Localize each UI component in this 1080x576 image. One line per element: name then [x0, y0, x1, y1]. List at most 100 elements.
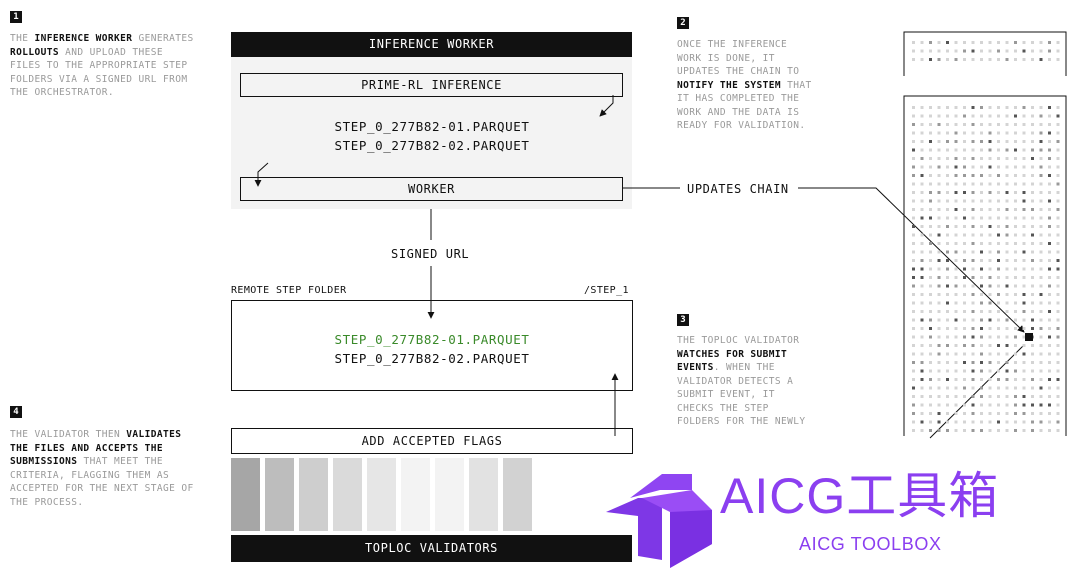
- chain-dot: [1022, 41, 1026, 44]
- chain-dot: [997, 157, 1000, 160]
- chain-dot: [1031, 199, 1034, 203]
- chain-dot: [1022, 318, 1026, 322]
- chain-dot: [1039, 131, 1043, 135]
- chain-dot: [1039, 233, 1043, 237]
- chain-dot: [980, 276, 983, 279]
- chain-dot: [946, 148, 949, 152]
- chain-dot: [1014, 165, 1017, 169]
- note-text: THAT: [781, 79, 812, 91]
- chain-dot: [1056, 284, 1060, 288]
- chain-dot: [1022, 403, 1026, 407]
- chain-dot: [920, 276, 924, 279]
- chain-dot: [954, 344, 958, 347]
- chain-dot: [920, 412, 924, 415]
- chain-dot: [912, 174, 915, 177]
- chain-dot: [1005, 41, 1009, 44]
- chain-dot: [971, 301, 975, 305]
- chain-dot: [1056, 352, 1060, 356]
- chain-dot: [920, 165, 924, 169]
- chain-dot: [971, 233, 975, 237]
- chain-dot: [1048, 276, 1051, 279]
- chain-dot: [1031, 412, 1034, 415]
- inference-file-1: STEP_0_277B82-01.PARQUET: [334, 119, 530, 134]
- chain-dot: [1056, 49, 1060, 53]
- chain-dot: [988, 191, 992, 194]
- chain-dot: [946, 267, 949, 271]
- chain-dot: [1014, 123, 1017, 126]
- chain-dot: [1014, 191, 1017, 194]
- chain-dot: [1048, 49, 1051, 53]
- chain-dot: [1039, 157, 1043, 160]
- chain-dot: [946, 49, 949, 53]
- chain-dot: [1022, 148, 1026, 152]
- chain-dot: [963, 420, 966, 424]
- chain-dot: [1005, 182, 1009, 186]
- chain-dot: [980, 318, 983, 322]
- chain-dot: [937, 199, 941, 203]
- watermark-subtitle: AICG TOOLBOX: [799, 534, 942, 554]
- chain-dot: [912, 276, 915, 279]
- chain-dot: [963, 318, 966, 322]
- chain-dot: [912, 386, 915, 390]
- chain-dot: [954, 420, 958, 424]
- chain-dot: [1031, 293, 1034, 296]
- chain-dot: [980, 420, 983, 424]
- chain-dot: [954, 250, 958, 254]
- chain-dot: [929, 174, 932, 177]
- chain-dot: [929, 344, 932, 347]
- chain-dot: [997, 208, 1000, 211]
- chain-dot: [1031, 157, 1034, 160]
- chain-dot: [1056, 403, 1060, 407]
- chain-dot: [954, 361, 958, 364]
- chain-dot: [946, 276, 949, 279]
- chain-dot: [971, 318, 975, 322]
- chain-dot: [980, 225, 983, 228]
- chain-dot: [1048, 361, 1051, 364]
- chain-dot: [963, 352, 966, 356]
- add-accepted-flags-box: ADD ACCEPTED FLAGS: [231, 428, 633, 454]
- chain-dot: [1039, 148, 1043, 152]
- chain-dot: [971, 403, 975, 407]
- chain-dot: [980, 216, 983, 220]
- chain-dot: [1022, 301, 1026, 305]
- chain-dot: [954, 242, 958, 245]
- chain-dot: [929, 242, 932, 245]
- chain-dot: [1048, 310, 1051, 313]
- chain-dot: [997, 182, 1000, 186]
- validator-block: [401, 458, 430, 531]
- chain-dot: [997, 327, 1000, 330]
- chain-dot: [997, 429, 1000, 432]
- chain-dot: [929, 310, 932, 313]
- validator-block: [333, 458, 362, 531]
- chain-dot: [980, 284, 983, 288]
- chain-dot: [1039, 259, 1043, 262]
- chain-dot: [997, 191, 1000, 194]
- chain-dot: [963, 208, 966, 211]
- chain-dot: [912, 318, 915, 322]
- chain-dot: [1056, 199, 1060, 203]
- chain-dot: [1005, 174, 1009, 177]
- chain-dot: [971, 199, 975, 203]
- chain-node-down-line: [929, 344, 1025, 439]
- chain-dot: [971, 259, 975, 262]
- chain-dot: [988, 420, 992, 424]
- chain-dot: [1039, 344, 1043, 347]
- chain-dot: [980, 165, 983, 169]
- chain-dot: [954, 216, 958, 220]
- chain-dot: [1056, 216, 1060, 220]
- chain-dot: [1048, 58, 1051, 61]
- chain-dot: [929, 378, 932, 381]
- chain-dot: [937, 41, 941, 44]
- chain-dot: [912, 420, 915, 424]
- chain-dot: [971, 148, 975, 152]
- chain-dot: [1014, 242, 1017, 245]
- chain-dot: [1031, 191, 1034, 194]
- chain-connector-arrow: [798, 187, 1025, 333]
- chain-dot: [1005, 352, 1009, 356]
- chain-dot: [980, 140, 983, 143]
- chain-dot: [971, 242, 975, 245]
- chain-dot: [963, 412, 966, 415]
- chain-dot: [1056, 310, 1060, 313]
- aicg-logo-icon: [606, 474, 712, 568]
- chain-dot: [954, 148, 958, 152]
